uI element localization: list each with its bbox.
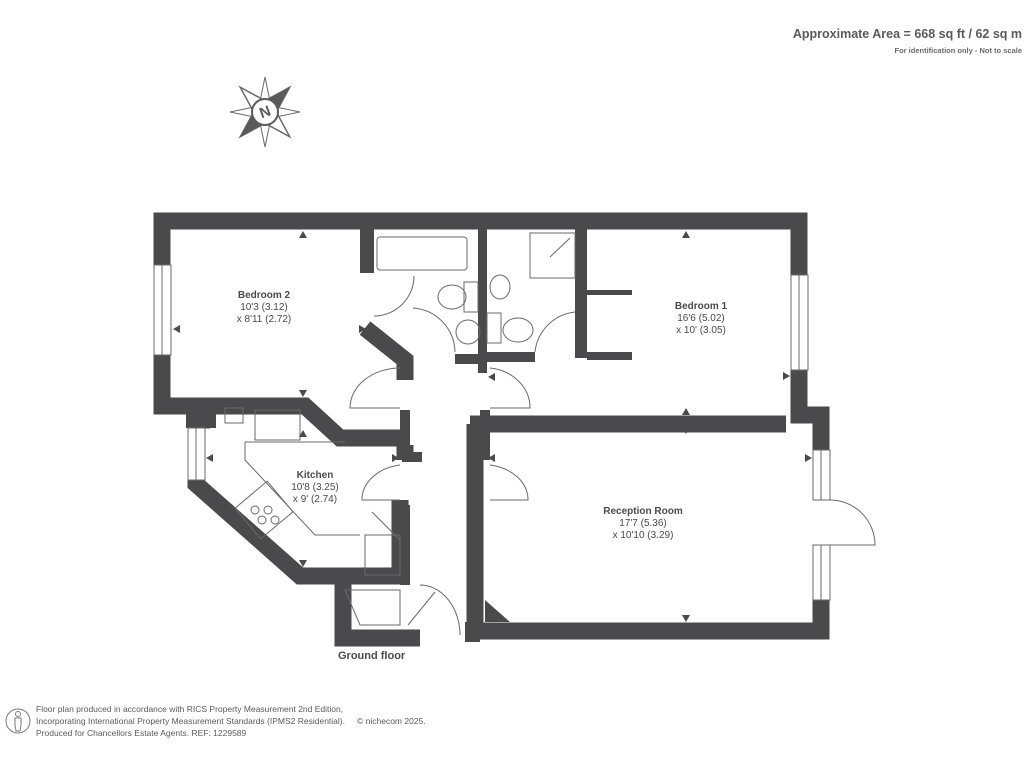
room-name: Bedroom 2 — [237, 290, 291, 301]
person-icon — [5, 708, 31, 734]
room-kitchen: Kitchen 10'8 (3.25) x 9' (2.74) — [291, 470, 339, 506]
inner-walls — [186, 228, 632, 642]
room-name: Reception Room — [603, 506, 683, 517]
footer-line-2: Incorporating International Property Mea… — [36, 716, 345, 726]
room-reception: Reception Room 17'7 (5.36) x 10'10 (3.29… — [603, 506, 682, 542]
doors-fixtures — [224, 232, 876, 636]
footer-line-3: Produced for Chancellors Estate Agents. … — [36, 728, 247, 738]
room-name: Kitchen — [296, 470, 334, 481]
room-dimension: x 8'11 (2.72) — [236, 314, 292, 325]
room-bedroom-1: Bedroom 1 16'6 (5.02) x 10' (3.05) — [675, 301, 727, 337]
measurement-markers — [173, 231, 812, 622]
floor-label: Ground floor — [338, 650, 406, 662]
room-dimension: x 10' (3.05) — [676, 325, 726, 336]
room-dimension: 10'3 (3.12) — [240, 302, 288, 313]
room-dimension: 10'8 (3.25) — [291, 482, 339, 493]
room-dimension: x 10'10 (3.29) — [612, 530, 674, 541]
approximate-area: Approximate Area = 668 sq ft / 62 sq m — [792, 27, 1022, 41]
room-bedroom-2: Bedroom 2 10'3 (3.12) x 8'11 (2.72) — [237, 290, 292, 326]
room-name: Bedroom 1 — [674, 301, 728, 312]
scale-note: For identification only - Not to scale — [894, 46, 1022, 55]
footer-line-1: Floor plan produced in accordance with R… — [36, 704, 344, 714]
walls — [153, 212, 830, 647]
room-dimension: x 9' (2.74) — [292, 494, 338, 505]
compass-icon: N — [229, 76, 301, 148]
room-dimension: 17'7 (5.36) — [619, 518, 667, 529]
windows — [153, 264, 831, 601]
footer: Floor plan produced in accordance with R… — [36, 703, 426, 739]
room-dimension: 16'6 (5.02) — [677, 313, 725, 324]
copyright: © nichecom 2025. — [357, 716, 426, 726]
